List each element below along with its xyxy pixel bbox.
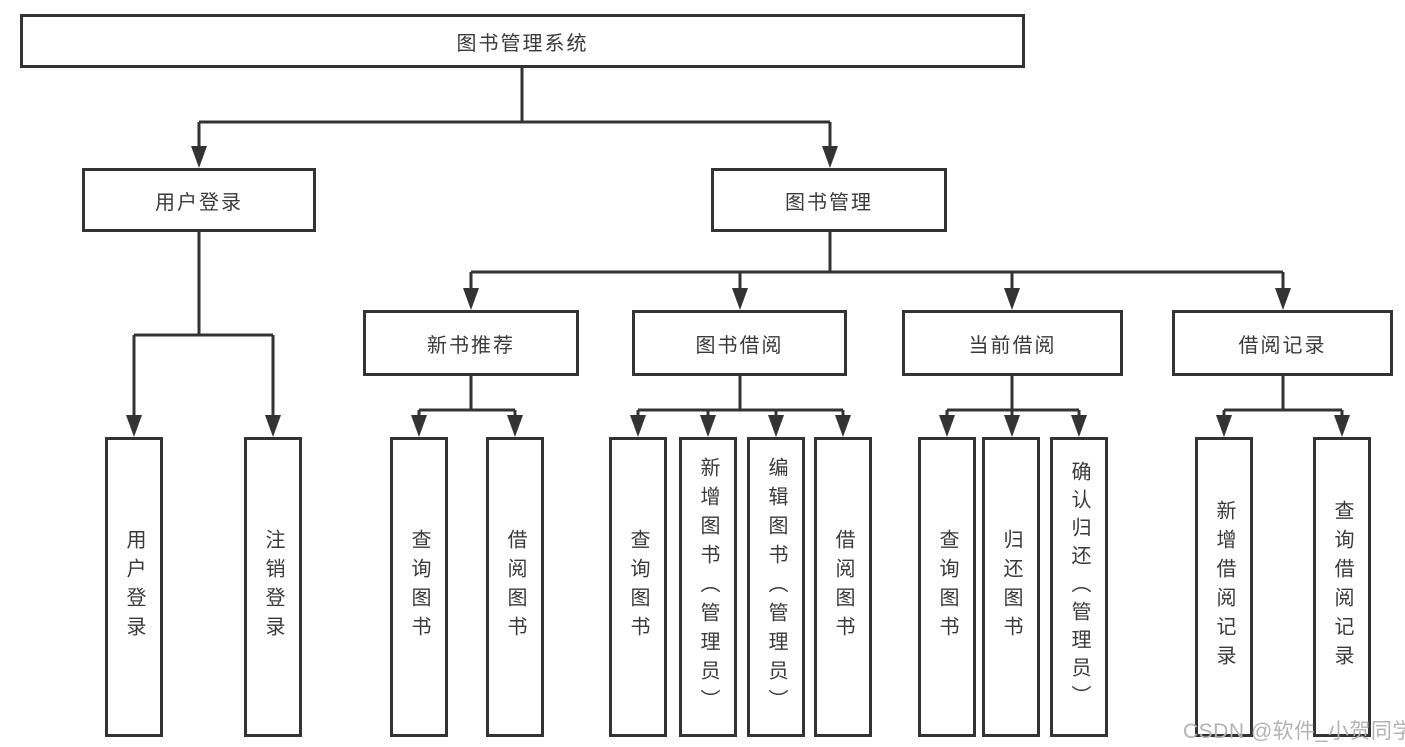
leaf-query-books-1: 查询图书: [390, 437, 448, 737]
leaf-user-login: 用户登录: [105, 437, 163, 737]
leaf-borrow-books-2: 借阅图书: [814, 437, 872, 737]
leaf-add-borrow-record: 新增借阅记录: [1195, 437, 1253, 737]
leaf-confirm-return-admin: 确认归还（管理员）: [1050, 437, 1108, 737]
leaf-label: 注销登录: [262, 529, 284, 645]
node-user-login: 用户登录: [82, 168, 316, 232]
leaf-add-book-admin: 新增图书（管理员）: [679, 437, 737, 737]
node-new-book-recommend: 新书推荐: [363, 310, 579, 376]
leaf-logout: 注销登录: [244, 437, 302, 737]
leaf-label: 确认归还（管理员）: [1068, 461, 1090, 713]
leaf-return-book: 归还图书: [982, 437, 1040, 737]
leaf-label: 查询图书: [936, 529, 958, 645]
leaf-query-books-2: 查询图书: [609, 437, 667, 737]
leaf-label: 查询借阅记录: [1331, 500, 1353, 674]
arrowheads: [126, 146, 1350, 437]
leaf-edit-book-admin: 编辑图书（管理员）: [747, 437, 805, 737]
leaf-label: 借阅图书: [504, 529, 526, 645]
leaf-label: 归还图书: [1000, 529, 1022, 645]
leaf-label: 用户登录: [123, 529, 145, 645]
leaf-query-books-3: 查询图书: [918, 437, 976, 737]
leaf-label: 新增借阅记录: [1213, 500, 1235, 674]
leaf-label: 查询图书: [408, 529, 430, 645]
csdn-watermark: CSDN @软件_小贺同学: [1183, 720, 1405, 743]
leaf-query-borrow-record: 查询借阅记录: [1313, 437, 1371, 737]
node-book-management: 图书管理: [711, 168, 947, 232]
node-current-borrow: 当前借阅: [902, 310, 1123, 376]
leaf-borrow-books-1: 借阅图书: [486, 437, 544, 737]
node-book-borrow: 图书借阅: [632, 310, 847, 376]
leaf-label: 新增图书（管理员）: [697, 456, 719, 718]
node-borrow-records: 借阅记录: [1172, 310, 1393, 376]
leaf-label: 编辑图书（管理员）: [765, 456, 787, 718]
node-root-system: 图书管理系统: [20, 14, 1025, 68]
leaf-label: 借阅图书: [832, 529, 854, 645]
leaf-label: 查询图书: [627, 529, 649, 645]
